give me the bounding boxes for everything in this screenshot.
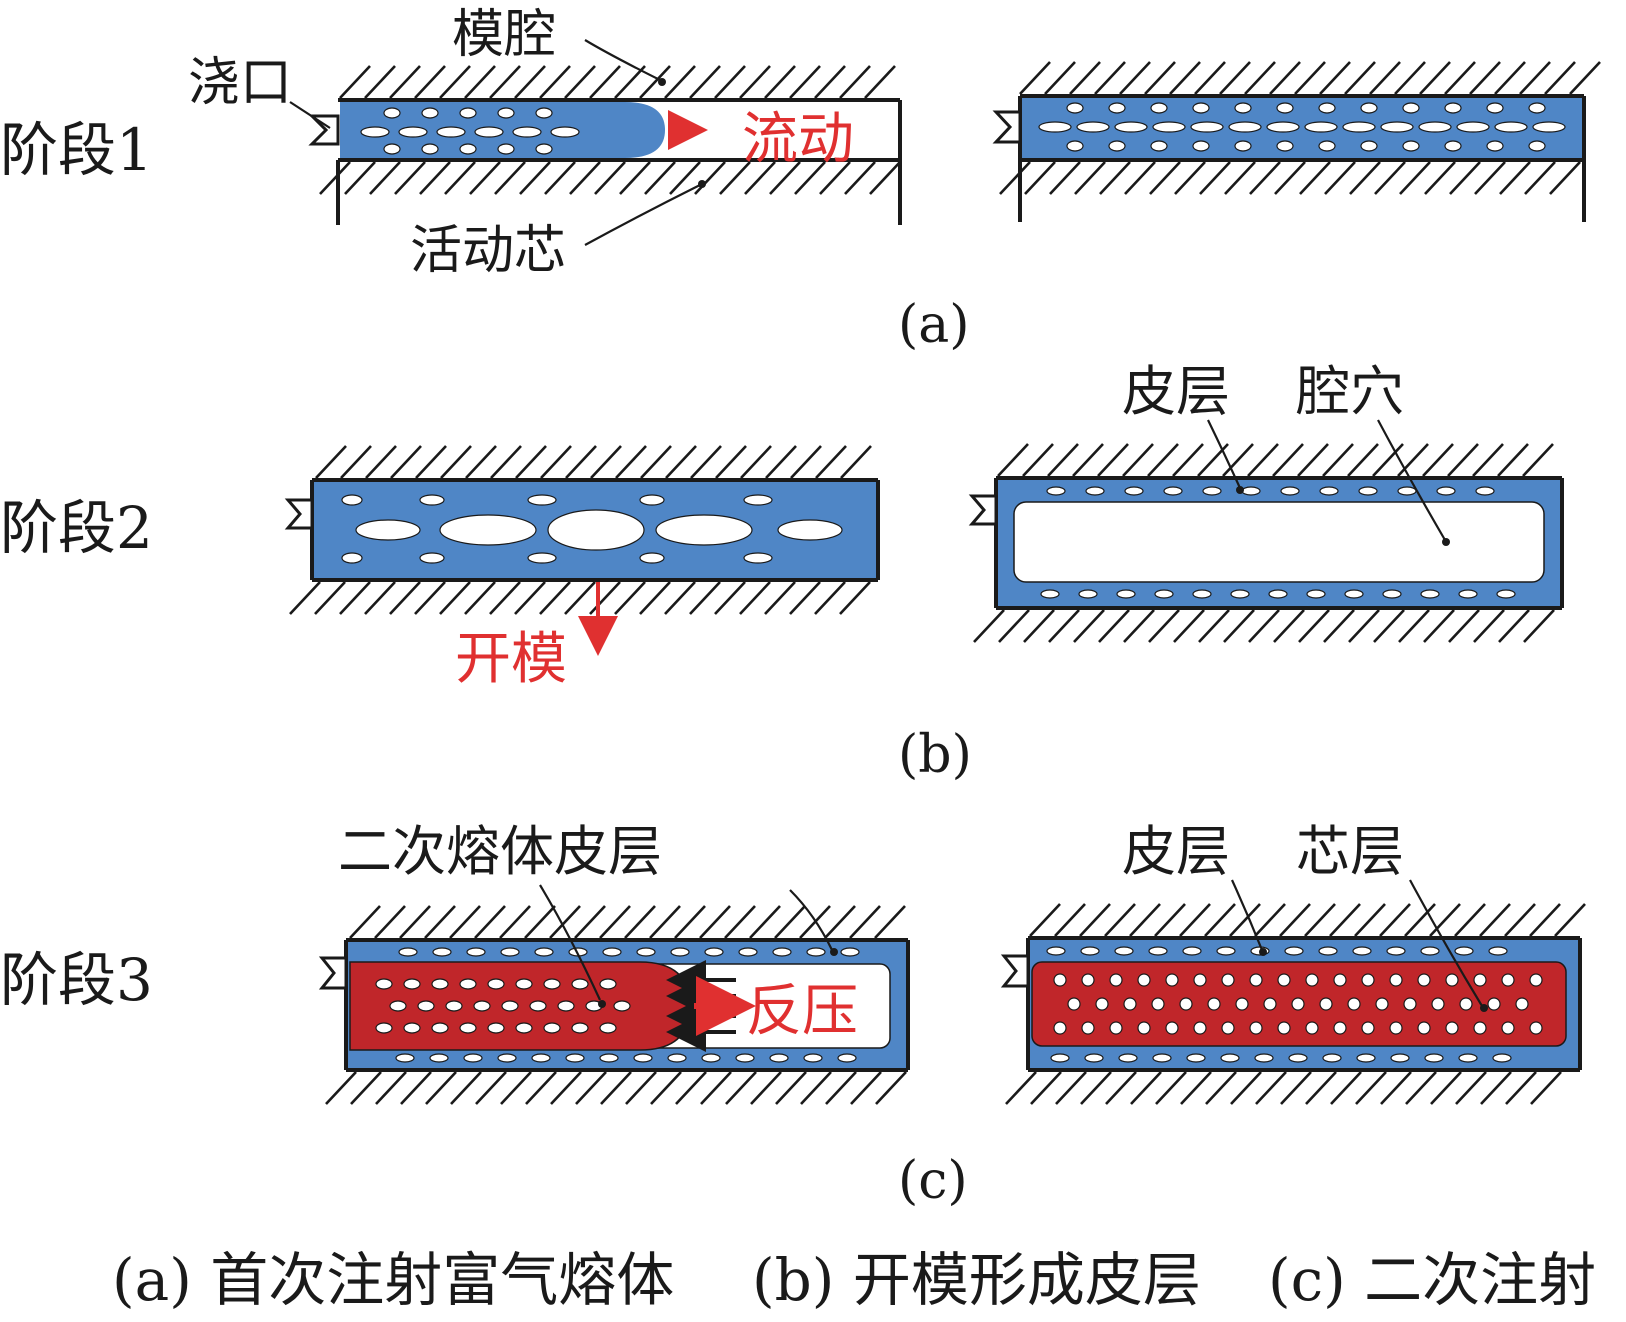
stage3-left-mold bbox=[318, 905, 910, 1105]
secondary-skin-label: 二次熔体皮层 bbox=[338, 820, 662, 883]
caption-b: (b) bbox=[898, 725, 972, 785]
stage1-left-mold bbox=[308, 65, 902, 225]
stage1-label: 阶段1 bbox=[0, 116, 153, 184]
skin-label-c: 皮层 bbox=[1122, 820, 1230, 883]
stage2-right-mold bbox=[968, 443, 1564, 643]
stage1-right-mold bbox=[992, 61, 1601, 222]
stage3-right-mold bbox=[1000, 903, 1586, 1105]
caption-a: (a) bbox=[898, 295, 970, 355]
moving-core-label: 活动芯 bbox=[410, 221, 566, 281]
caption-c: (c) bbox=[898, 1151, 968, 1211]
void-label: 腔穴 bbox=[1296, 360, 1404, 423]
legend-c: (c) 二次注射 bbox=[1268, 1246, 1596, 1314]
open-mold-label: 开模 bbox=[455, 627, 567, 692]
stage2-left-mold bbox=[284, 445, 880, 656]
stage2-label: 阶段2 bbox=[0, 494, 153, 562]
cavity-label: 模腔 bbox=[452, 5, 556, 65]
flow-label: 流动 bbox=[742, 107, 854, 172]
gate-label: 浇口 bbox=[188, 53, 292, 113]
legend-a: (a) 首次注射富气熔体 bbox=[112, 1246, 674, 1314]
back-pressure-label: 反压 bbox=[746, 979, 858, 1044]
skin-label-b: 皮层 bbox=[1122, 360, 1230, 423]
stage3-label: 阶段3 bbox=[0, 946, 153, 1014]
legend-b: (b) 开模形成皮层 bbox=[752, 1246, 1201, 1314]
core-layer-label: 芯层 bbox=[1296, 820, 1404, 883]
